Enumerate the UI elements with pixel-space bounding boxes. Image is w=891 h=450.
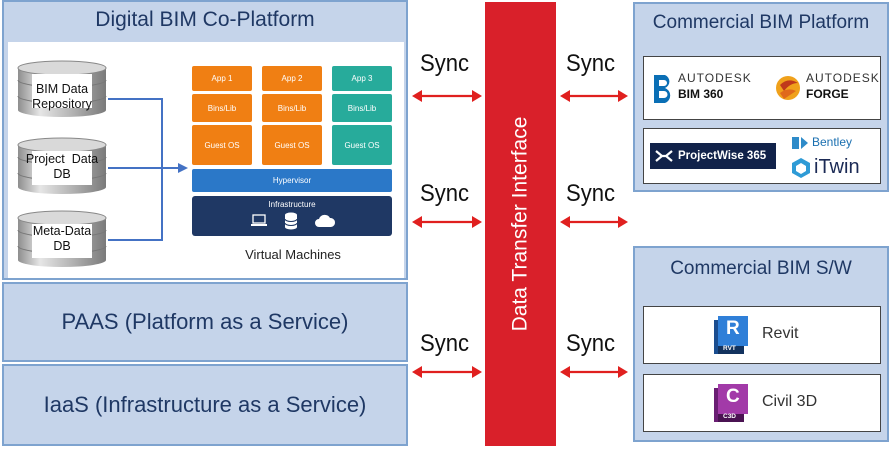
cloud-icon	[315, 214, 336, 227]
database-icon	[17, 60, 107, 117]
database-project-data: Project Data DB	[14, 137, 110, 199]
forge-logo-icon	[776, 76, 800, 100]
autodesk-logo-icon	[654, 75, 671, 103]
commercial-bim-platform-title: Commercial BIM Platform	[652, 12, 870, 33]
revit-icon-letter: R	[726, 318, 740, 339]
laptop-icon	[251, 214, 267, 226]
sync-label-right-2: Sync	[566, 180, 616, 207]
co-platform-title: Digital BIM Co-Platform	[95, 8, 315, 31]
bim360-product-text: BIM 360	[678, 87, 724, 101]
sync-label-right-3: Sync	[566, 330, 616, 357]
bentley-brand-text: Bentley	[812, 135, 853, 149]
database-label-line2: DB	[53, 239, 71, 253]
sync-label-left-1: Sync	[420, 50, 470, 77]
civil3d-card: C C3D Civil 3D	[643, 374, 881, 432]
database-connector	[108, 98, 188, 241]
sync-label-right-1: Sync	[566, 50, 616, 77]
vm-guest-2: Guest OS	[262, 125, 322, 165]
iaas-layer: IaaS (Infrastructure as a Service)	[2, 364, 408, 446]
itwin-logo-icon	[792, 158, 810, 178]
autodesk-logos-card: AUTODESK BIM 360 AUTODESK FORGE	[643, 56, 881, 120]
forge-brand-text: AUTODESK	[806, 71, 880, 85]
database-label-line1: Meta-Data	[32, 224, 92, 238]
bentley-logos-card: ProjectWise 365 Bentley iTwin	[643, 128, 881, 184]
forge-product-text: FORGE	[806, 87, 849, 101]
sync-label-left-2: Sync	[420, 180, 470, 207]
virtual-machines-caption: Virtual Machines	[245, 247, 341, 262]
database-label-line1: BIM Data	[35, 82, 89, 96]
civil3d-name: Civil 3D	[762, 393, 818, 410]
autodesk-brand-text: AUTODESK	[678, 71, 752, 85]
commercial-bim-platform-panel: Commercial BIM Platform AUTODESK BIM 360…	[633, 2, 889, 192]
data-transfer-interface: Data Transfer Interface	[485, 2, 556, 446]
database-label-line1: Project Data	[25, 152, 99, 166]
database-icon	[17, 210, 107, 267]
bentley-logo-icon	[792, 137, 808, 149]
database-label-line2: Repository	[32, 97, 92, 111]
revit-name: Revit	[762, 325, 799, 342]
paas-layer: PAAS (Platform as a Service)	[2, 282, 408, 362]
projectwise-icon	[655, 150, 673, 162]
database-bim-data-repository: BIM Data Repository	[14, 60, 110, 122]
commercial-bim-sw-title: Commercial BIM S/W	[670, 258, 852, 279]
revit-icon: R RVT	[714, 316, 748, 356]
civil3d-icon: C C3D	[714, 384, 748, 424]
civil3d-icon-letter: C	[726, 386, 740, 407]
vm-bins-1: Bins/Lib	[192, 94, 252, 122]
vm-infrastructure-label: Infrastructure	[268, 199, 316, 209]
vm-guest-3: Guest OS	[332, 125, 392, 165]
vm-app-3: App 3	[332, 66, 392, 91]
vm-guest-1: Guest OS	[192, 125, 252, 165]
commercial-bim-sw-panel: Commercial BIM S/W R RVT Revit C C3D Civ…	[633, 246, 889, 442]
vm-infrastructure: Infrastructure	[192, 196, 392, 236]
database-icon	[17, 137, 107, 194]
projectwise-badge: ProjectWise 365	[650, 143, 776, 169]
data-transfer-interface-label: Data Transfer Interface	[508, 116, 532, 332]
database-small-icon	[284, 212, 298, 230]
revit-card: R RVT Revit	[643, 306, 881, 364]
vm-bins-2: Bins/Lib	[262, 94, 322, 122]
co-platform-content: BIM Data Repository Project Data DB	[8, 42, 404, 278]
co-platform-panel: Digital BIM Co-Platform BIM Data Repos	[2, 0, 408, 280]
revit-icon-sub: RVT	[723, 345, 736, 352]
database-meta-data: Meta-Data DB	[14, 210, 110, 272]
vm-hypervisor: Hypervisor	[192, 169, 392, 192]
database-label-line2: DB	[53, 167, 71, 181]
sync-label-left-3: Sync	[420, 330, 470, 357]
projectwise-text: ProjectWise 365	[678, 150, 767, 162]
vm-app-1: App 1	[192, 66, 252, 91]
itwin-product-text: iTwin	[814, 156, 860, 178]
vm-bins-3: Bins/Lib	[332, 94, 392, 122]
civil3d-icon-sub: C3D	[723, 413, 737, 420]
vm-app-2: App 2	[262, 66, 322, 91]
virtual-machines-diagram: App 1 App 2 App 3 Bins/Lib Bins/Lib Bins…	[188, 62, 394, 237]
